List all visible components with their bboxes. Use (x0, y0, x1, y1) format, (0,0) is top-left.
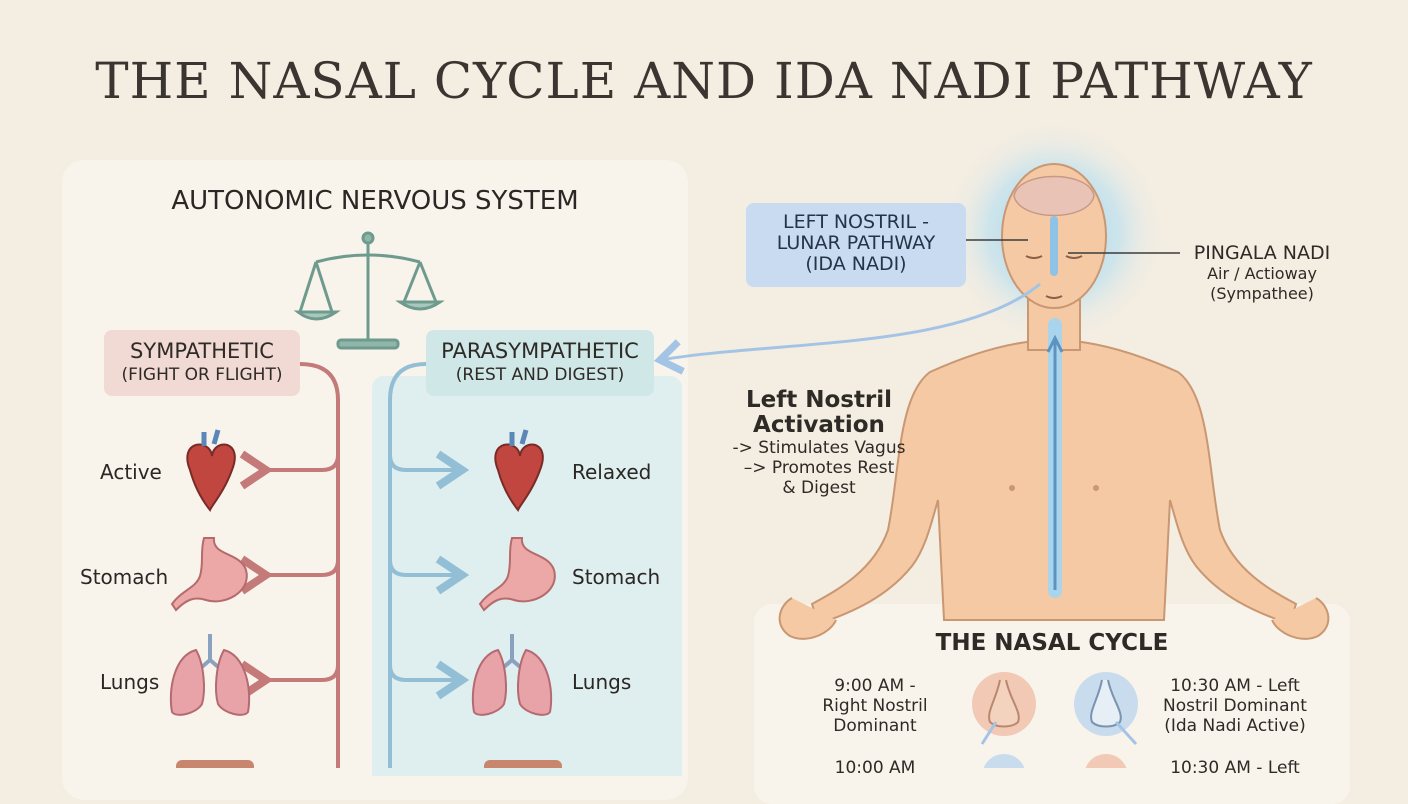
liver-icon (484, 760, 562, 768)
lungs-icon (169, 634, 251, 716)
activation-heading-2: Activation (753, 412, 885, 438)
sympathetic-box: SYMPATHETIC (FIGHT OR FLIGHT) (104, 330, 300, 396)
pingala-sub-1: Air / Actioway (1207, 264, 1317, 283)
pingala-sub-2: (Sympathee) (1210, 284, 1314, 303)
heart-icon (186, 429, 236, 512)
cycle-entry-1-line-3: Dominant (833, 716, 917, 736)
cycle-entry-2-line-3: (Ida Nadi Active) (1164, 716, 1306, 736)
cycle-entry-1: 9:00 AM - Right Nostril Dominant (800, 676, 950, 736)
sympathetic-sub: (FIGHT OR FLIGHT) (121, 365, 283, 385)
ida-nadi-box: LEFT NOSTRIL - LUNAR PATHWAY (IDA NADI) (746, 203, 966, 287)
activation-note: Left Nostril Activation -> Stimulates Va… (714, 387, 924, 499)
right-label-stomach: Stomach (572, 565, 661, 589)
left-label-active: Active (100, 460, 162, 484)
ida-line-2: LUNAR PATHWAY (776, 232, 936, 254)
cycle-entry-4-line-1: 10:30 AM - Left (1170, 758, 1300, 778)
meditating-figure (778, 122, 1330, 640)
cycle-entry-4: 10:30 AM - Left (1150, 758, 1320, 778)
pingala-label: PINGALA NADI Air / Actioway (Sympathee) (1180, 242, 1344, 304)
parasympathetic-name: PARASYMPATHETIC (441, 339, 639, 363)
right-label-lungs: Lungs (572, 670, 632, 694)
cycle-entry-2-line-1: 10:30 AM - Left (1170, 676, 1300, 696)
ans-title: AUTONOMIC NERVOUS SYSTEM (171, 186, 579, 216)
cycle-entry-3: 10:00 AM (800, 758, 950, 778)
right-label-relaxed: Relaxed (572, 460, 652, 484)
activation-arrow (653, 282, 1041, 375)
stomach-icon (478, 537, 556, 612)
nasal-cycle-title: THE NASAL CYCLE (935, 630, 1169, 656)
cycle-entry-1-line-2: Right Nostril (822, 696, 928, 716)
parasympathetic-connector (388, 362, 470, 768)
sympathetic-connector (239, 362, 340, 768)
cycle-entry-2-line-2: Nostril Dominant (1163, 696, 1307, 716)
pingala-name: PINGALA NADI (1193, 242, 1331, 264)
parasympathetic-box: PARASYMPATHETIC (REST AND DIGEST) (426, 330, 654, 396)
activation-line-3: & Digest (782, 478, 856, 498)
cycle-entry-1-line-1: 9:00 AM - (834, 676, 916, 696)
cycle-entry-3-line-1: 10:00 AM (834, 758, 916, 778)
illustration-layer (169, 122, 1330, 768)
scale-icon (293, 231, 445, 350)
left-label-stomach: Stomach (80, 565, 169, 589)
stomach-icon (170, 537, 248, 612)
activation-heading-1: Left Nostril (745, 387, 893, 413)
cycle-entry-2: 10:30 AM - Left Nostril Dominant (Ida Na… (1150, 676, 1320, 736)
heart-icon (494, 429, 544, 512)
activation-line-1: -> Stimulates Vagus (732, 438, 906, 458)
liver-icon (176, 760, 254, 768)
ida-line-3: (IDA NADI) (805, 253, 907, 275)
sympathetic-name: SYMPATHETIC (130, 339, 274, 363)
page-title: THE NASAL CYCLE AND IDA NADI PATHWAY (95, 52, 1313, 110)
parasympathetic-sub: (REST AND DIGEST) (455, 365, 625, 385)
ida-line-1: LEFT NOSTRIL - (783, 211, 929, 233)
left-label-lungs: Lungs (100, 670, 160, 694)
activation-line-2: –> Promotes Rest (743, 458, 895, 478)
lungs-icon (471, 634, 553, 716)
